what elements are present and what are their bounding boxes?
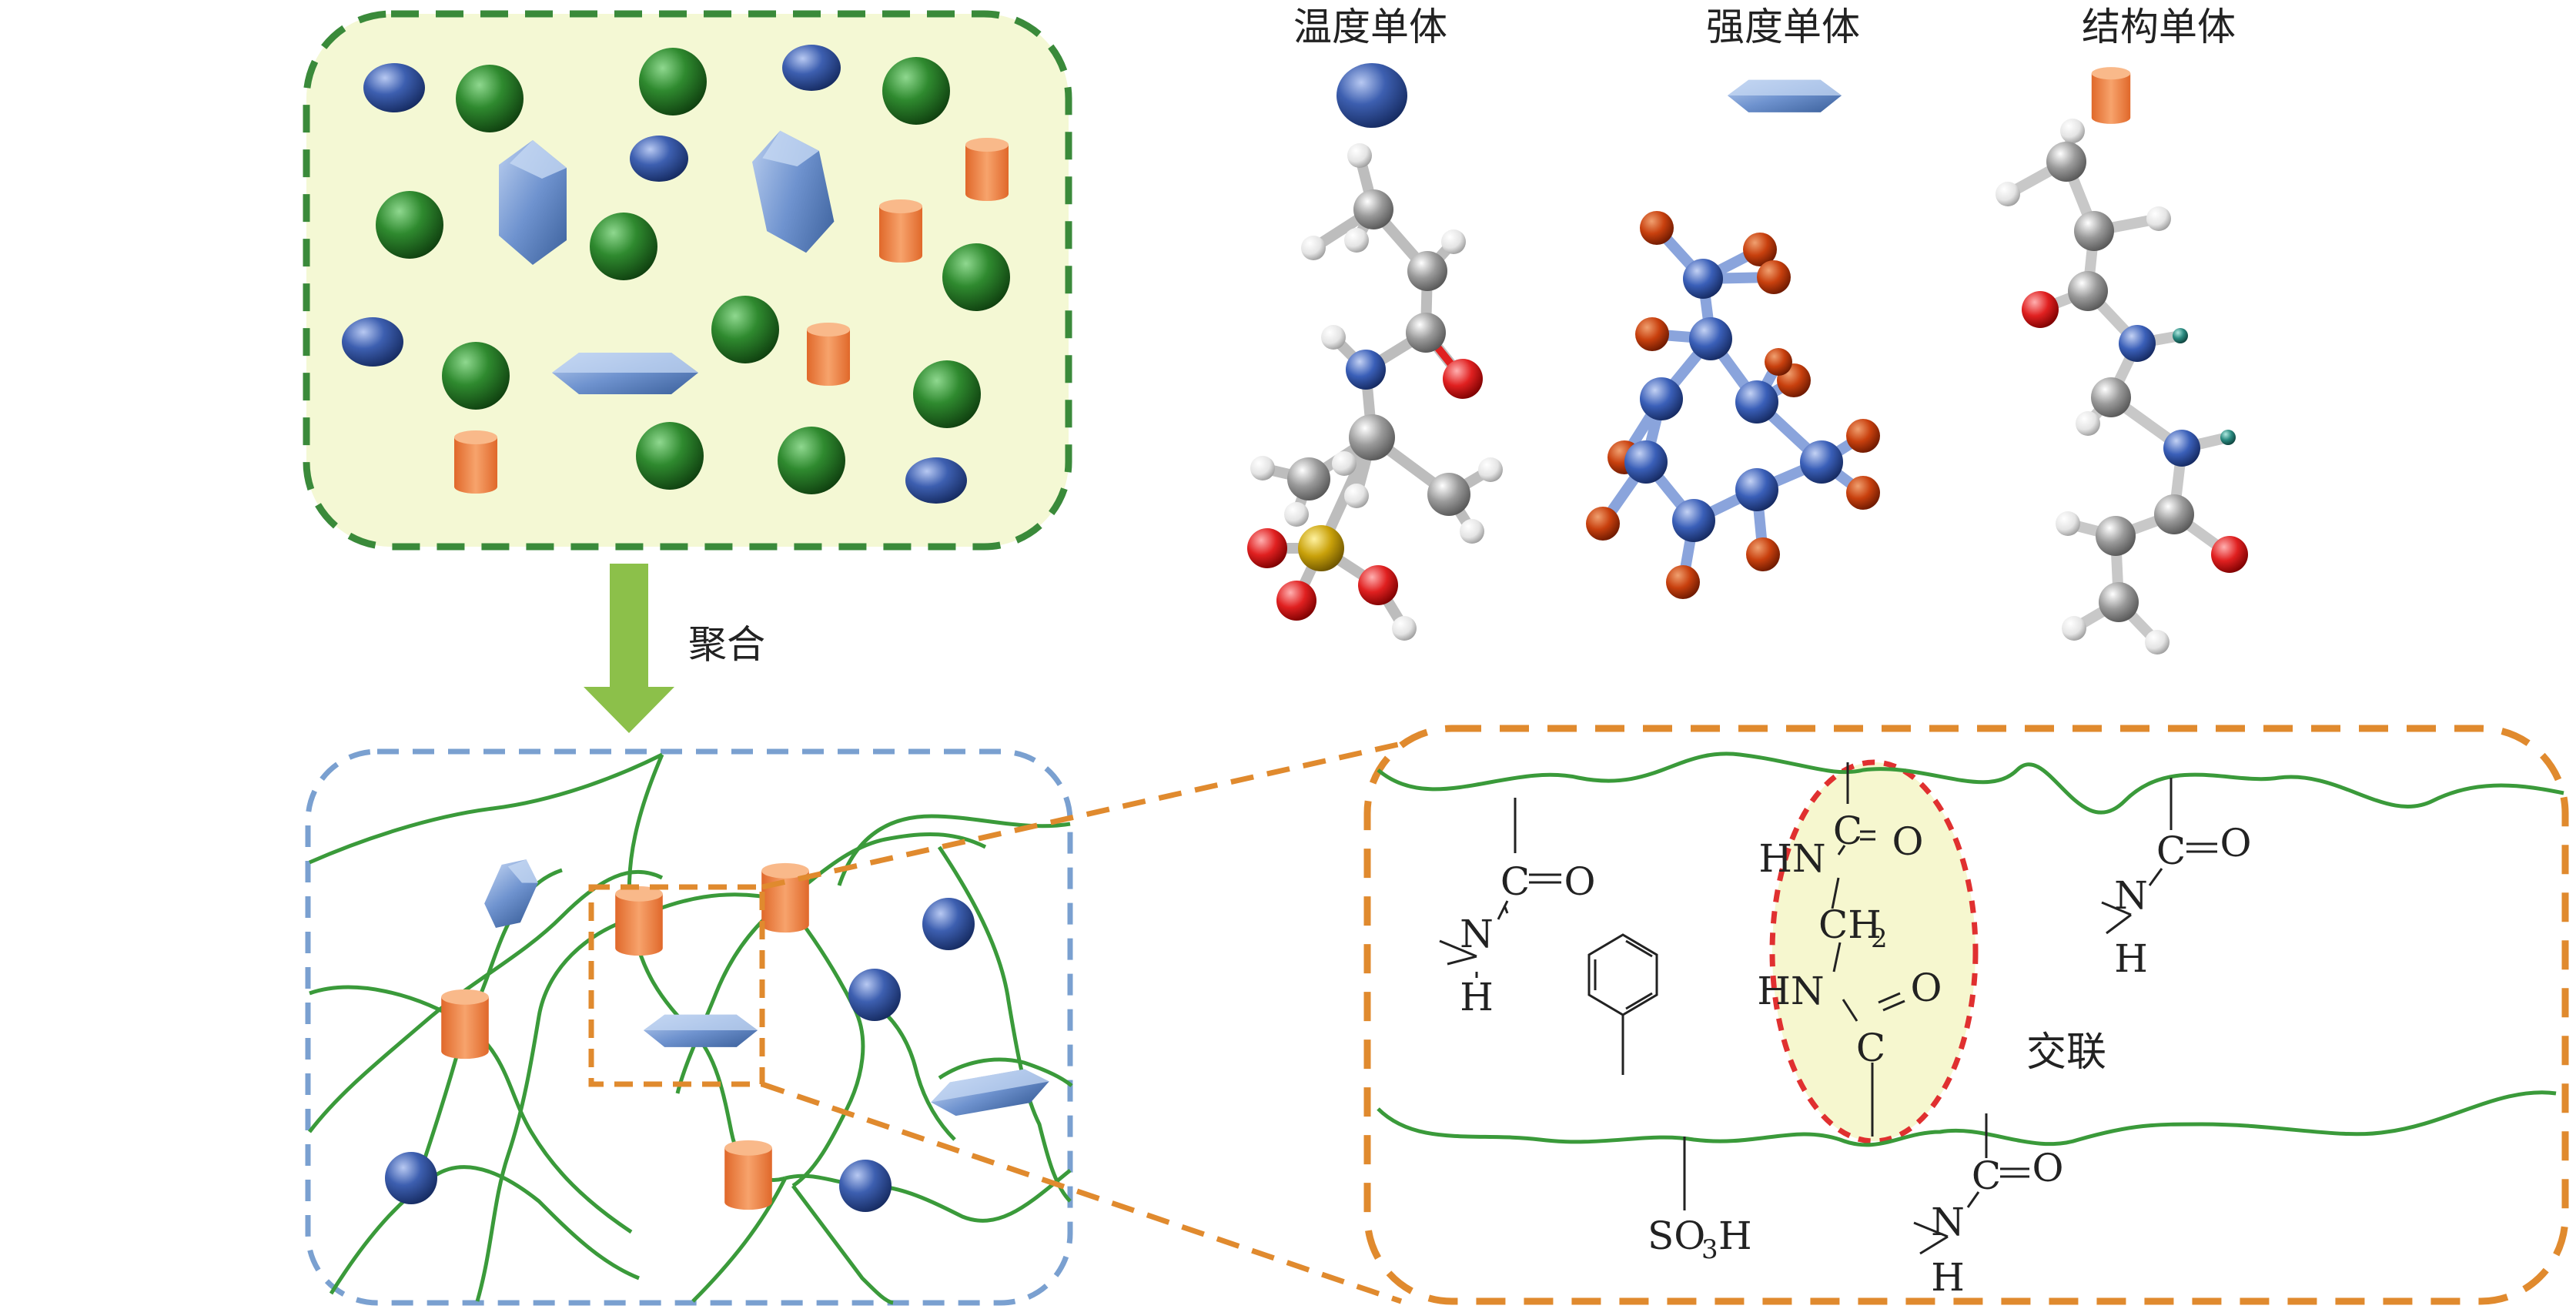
legend-temperature-label: 温度单体 [1293, 5, 1447, 49]
polymerization-arrow [584, 564, 674, 733]
structure-monomer-molecule [1996, 119, 2248, 654]
crosslink-c-top: C [1833, 808, 1862, 853]
crosslink-o-top: O [1892, 819, 1924, 864]
so3h-subscript: 3 [1701, 1234, 1718, 1265]
bottom-amide-group: C O N H [1931, 1146, 2063, 1300]
bottom-amide-n: N [1931, 1200, 1965, 1244]
legend: 温度单体 强度单体 结构单体 [1293, 5, 2236, 128]
so3h-so: SO [1648, 1214, 1705, 1258]
bottom-amide-h: H [1931, 1255, 1965, 1300]
monomer-mixture-box [303, 10, 1072, 551]
crosslink-hn-bottom: HN [1757, 969, 1824, 1013]
zoom-region-marker [588, 884, 765, 1087]
right-amide-o: O [2220, 821, 2252, 865]
legend-cylinder [2091, 67, 2131, 124]
green-spheres [376, 48, 1010, 494]
bottom-amide-o: O [2032, 1146, 2064, 1190]
amide-h: H [1460, 975, 1494, 1019]
amide-c: C [1500, 859, 1530, 904]
amide-n: N [1460, 912, 1494, 956]
so3h-h: H [1718, 1214, 1752, 1258]
right-amide-group: C O N H [2114, 821, 2251, 981]
polymerization-label: 聚合 [688, 622, 765, 667]
crosslink-detail-box: C O N H C O HN CH 2 HN O C 交联 C O N H SO… [1363, 725, 2569, 1305]
zoom-connector-lines [761, 741, 1403, 1304]
blue-ovoids [342, 45, 967, 504]
detail-chains [1377, 752, 2564, 1147]
temperature-monomer-molecule [1247, 143, 1503, 641]
left-amide-group: C O N H [1460, 859, 1595, 1019]
crosslink-label: 交联 [2026, 1029, 2106, 1076]
crosslink-ch: CH [1818, 902, 1882, 947]
crosslinker-group: C O HN CH 2 HN O C [1757, 808, 1942, 1070]
crosslink-highlight-ellipse [1769, 759, 1979, 1144]
legend-strength-label: 强度单体 [1706, 5, 1860, 49]
strength-monomer-molecule [1586, 211, 1880, 599]
sulfonic-acid-group: SO 3 H [1648, 1214, 1752, 1265]
crosslink-ch-subscript: 2 [1871, 923, 1888, 954]
right-amide-c: C [2156, 829, 2186, 873]
legend-structure-label: 结构单体 [2082, 5, 2236, 49]
detail-bonds [1439, 762, 2217, 1255]
network-blue-spheres [385, 898, 975, 1212]
right-amide-n: N [2114, 873, 2148, 918]
crosslink-c-bottom: C [1856, 1026, 1885, 1070]
bottom-amide-c: C [1972, 1153, 2001, 1198]
polymer-network-box [305, 748, 1073, 1306]
crosslink-hn-top: HN [1758, 836, 1825, 881]
legend-hexagon [1727, 79, 1842, 112]
amide-o: O [1564, 859, 1596, 904]
right-amide-h: H [2114, 936, 2148, 981]
legend-blue-sphere [1337, 63, 1407, 128]
crosslink-o-bottom: O [1911, 966, 1942, 1010]
